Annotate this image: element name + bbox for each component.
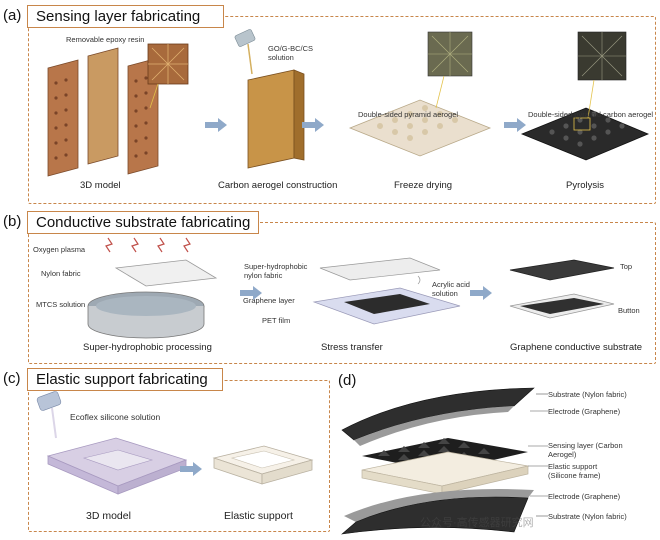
plasma-dish-illustration	[87, 237, 218, 339]
arrow-icon	[470, 286, 492, 300]
acrylic-label: Acrylic acid solution	[432, 280, 470, 298]
step-caption: Elastic support	[224, 510, 293, 522]
panel-b-letter: (b)	[3, 213, 22, 230]
arrow-icon	[302, 118, 324, 132]
step-caption: Graphene conductive substrate	[510, 342, 643, 353]
step-caption: 3D model	[86, 510, 131, 522]
panel-b-frame	[28, 222, 656, 364]
layer-label: Substrate (Nylon fabric)	[548, 512, 627, 521]
top-label: Top	[620, 262, 633, 271]
arrow-icon	[240, 286, 262, 300]
graphene-substrate-illustration	[509, 259, 615, 319]
freeze-dried-aerogel-illustration	[348, 31, 492, 157]
mtcs-label: MTCS solution	[36, 300, 86, 309]
aerogel-label: Double-sided pyramid aerogel	[358, 110, 459, 119]
carbon-aerogel-label: Double-sided pyramid carbon aerogel	[528, 110, 654, 119]
sensor-exploded-view-illustration	[341, 387, 535, 535]
elastic-support-illustration	[212, 445, 314, 485]
ecoflex-mold-illustration	[36, 391, 188, 495]
graphene-label: Graphene layer	[243, 296, 295, 305]
layer-label: (Silicone frame)	[548, 471, 601, 480]
arrow-icon	[180, 462, 202, 476]
button-label: Button	[618, 306, 640, 315]
panel-c-title: Elastic support fabricating	[27, 368, 223, 391]
layer-label: Substrate (Nylon fabric)	[548, 390, 627, 399]
step-caption: Pyrolysis	[566, 180, 605, 191]
layer-label: Aerogel)	[548, 450, 577, 459]
step-caption: Super-hydrophobic processing	[83, 342, 212, 353]
pet-label: PET film	[262, 316, 291, 325]
panel-a-title: Sensing layer fabricating	[27, 5, 224, 28]
epoxy-mold-illustration	[47, 43, 189, 177]
panel-d-letter: (d)	[338, 372, 357, 389]
watermark: 公众号·高传感器研究网	[420, 517, 534, 529]
sh-nylon-label: Super-hydrophobic nylon fabric	[244, 262, 308, 280]
layer-label: Electrode (Graphene)	[548, 407, 621, 416]
arrow-icon	[504, 118, 526, 132]
arrow-icon	[205, 118, 227, 132]
nylon-label: Nylon fabric	[41, 269, 81, 278]
panel-a-frame	[28, 16, 656, 204]
panel-c-letter: (c)	[3, 370, 21, 387]
epoxy-label: Removable epoxy resin	[66, 35, 145, 44]
step-caption: 3D model	[80, 180, 121, 191]
solution-label: GO/G-BC/CS solution	[268, 44, 314, 62]
ecoflex-label: Ecoflex silicone solution	[70, 412, 161, 422]
panel-a-letter: (a)	[3, 7, 22, 24]
layer-label: Electrode (Graphene)	[548, 492, 621, 501]
stress-transfer-illustration	[312, 257, 461, 325]
carbon-aerogel-construction-illustration	[234, 29, 305, 169]
layer-label: Sensing layer (Carbon	[548, 441, 623, 450]
step-caption: Stress transfer	[321, 342, 383, 353]
layer-label: Elastic support	[548, 462, 598, 471]
pyrolysis-carbon-aerogel-illustration	[520, 31, 650, 161]
step-caption: Freeze drying	[394, 180, 453, 191]
leader-lines	[528, 393, 548, 517]
step-caption: Carbon aerogel construction	[218, 180, 338, 191]
plasma-label: Oxygen plasma	[33, 245, 86, 254]
panel-b-title: Conductive substrate fabricating	[27, 211, 259, 234]
